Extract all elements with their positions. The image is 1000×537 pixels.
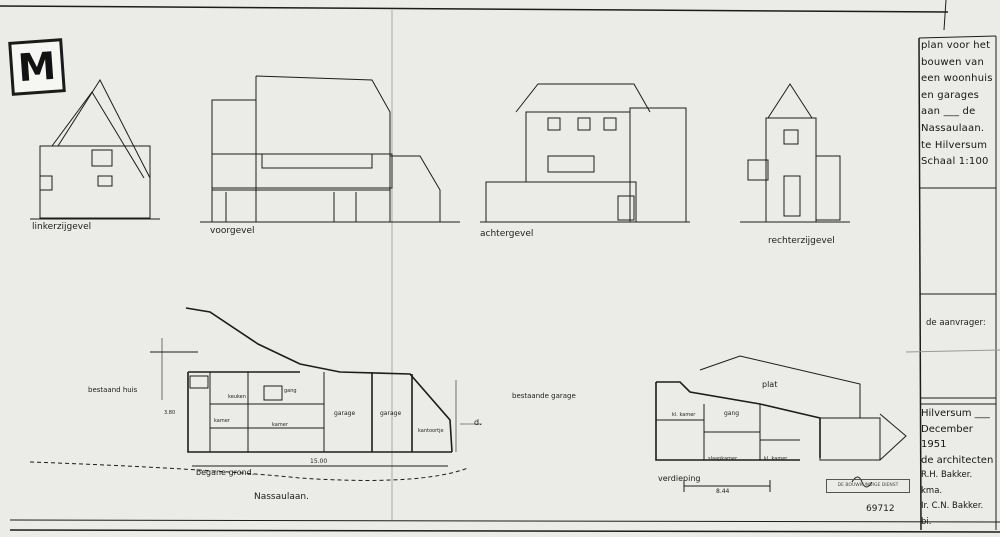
label-existing-garage: bestaande garage (512, 392, 576, 400)
room-kamer-2: kamer (272, 422, 288, 428)
title-line-5: aan ___ de (921, 106, 976, 118)
applicant-label: de aanvrager: (926, 318, 986, 328)
footer-line-1: Hilversum ___ (921, 408, 990, 419)
label-left-elevation: linkerzijgevel (32, 222, 92, 232)
archive-stamp: DE BOUWKUNDIGE DIENST (826, 479, 910, 493)
label-right-elevation: rechterzijgevel (768, 236, 835, 246)
title-line-6: Nassaulaan. (921, 122, 985, 134)
title-line-3: een woonhuis (921, 73, 993, 85)
title-line-2: bouwen van (921, 56, 985, 68)
footer-line-2: December 1951 (921, 423, 973, 451)
label-existing-house: bestaand huis (88, 386, 138, 394)
dim-marker: d. (474, 418, 482, 427)
dim-height: 3.80 (164, 410, 176, 416)
label-ground-floor: begane grond. (196, 468, 255, 477)
room-gang-upper: gang (724, 410, 740, 417)
title-line-1: plan voor het (921, 40, 991, 51)
upper-floor-plan (655, 355, 907, 492)
room-kamer-1: kamer (214, 418, 230, 424)
title-footer: Hilversum ___ December 1951 de architect… (921, 406, 995, 530)
label-street: Nassaulaan. (254, 492, 309, 502)
sheet-letter-stamp: M (8, 38, 66, 96)
border-bottom (9, 529, 1000, 533)
room-garage-2: garage (380, 410, 402, 417)
room-kl-kamer-2: kl. kamer (764, 456, 788, 462)
sheet-letter: M (16, 43, 58, 91)
room-kl-kamer-1: kl. kamer (672, 412, 696, 418)
title-line-4: en garages (921, 89, 980, 101)
fold-line-horizontal (905, 349, 1000, 353)
title-line-8: Schaal 1:100 (921, 156, 989, 168)
room-keuken: keuken (228, 394, 246, 400)
room-gang: gang (284, 388, 297, 394)
left-elevation (30, 78, 160, 220)
label-upper-floor: verdieping (658, 474, 701, 483)
room-kantoortje: kantoortje (418, 428, 444, 434)
title-block: plan voor het bouwen van een woonhuis en… (921, 38, 995, 171)
room-plat: plat (762, 380, 778, 389)
title-block-left (918, 37, 922, 531)
right-elevation (740, 83, 850, 223)
border-top (0, 5, 949, 13)
dim-total: 15.00 (310, 458, 328, 465)
footer-line-4: R.H. Bakker. kma. (921, 470, 973, 496)
border-bottom-inner (9, 519, 1000, 523)
title-block-top (918, 35, 997, 39)
front-elevation (200, 75, 460, 223)
label-rear-elevation: achtergevel (480, 229, 534, 239)
ground-floor-plan (29, 307, 482, 481)
room-garage-1: garage (334, 410, 356, 417)
rear-elevation (480, 83, 690, 223)
room-slaapkamer: slaapkamer (708, 456, 738, 462)
footer-line-5: Ir. C.N. Bakker. bi. (921, 501, 984, 527)
label-front-elevation: voorgevel (210, 226, 255, 236)
archive-number: 69712 (866, 504, 895, 514)
signature-mark (851, 476, 873, 488)
footer-line-3: de architecten (921, 454, 994, 466)
title-line-7: te Hilversum (921, 139, 988, 151)
dim-upper: 8.44 (716, 488, 730, 495)
border-top-right (943, 0, 947, 31)
